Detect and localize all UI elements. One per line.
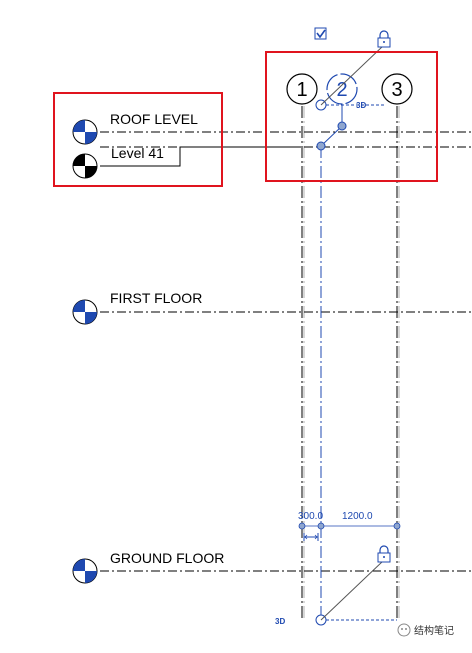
highlight-box-grids <box>265 51 438 182</box>
watermark-text: 结构笔记 <box>414 624 454 637</box>
grid-1-bubble[interactable] <box>286 73 318 105</box>
bottom-padlock-icon[interactable] <box>377 545 391 563</box>
grid-2-elbow-drag-handle[interactable] <box>337 121 347 131</box>
dim-witness-3[interactable] <box>393 522 401 530</box>
grid-2-elbow[interactable] <box>320 125 343 147</box>
dimension-300[interactable]: 300.0 <box>298 511 323 522</box>
wechat-logo-icon <box>397 623 411 637</box>
grid-3-bubble[interactable] <box>381 73 413 105</box>
dim-witness-1[interactable] <box>298 522 306 530</box>
hide-bubble-checkbox[interactable] <box>314 27 327 40</box>
level41-leader <box>100 146 300 167</box>
top-padlock-icon[interactable] <box>377 30 391 48</box>
bottom-3d-tag[interactable]: 3D <box>275 617 285 626</box>
top-lock-leader <box>320 45 384 106</box>
grid-2-bubble[interactable] <box>326 73 358 105</box>
roof-level-label: ROOF LEVEL <box>110 111 198 127</box>
dimension-1200[interactable]: 1200.0 <box>342 511 373 522</box>
bottom-lock-leader <box>320 560 384 621</box>
level41-label: Level 41 <box>111 145 164 161</box>
dimension-text-drag-icon[interactable] <box>303 533 319 541</box>
level41-symbol-icon[interactable] <box>72 153 98 179</box>
grid-2-label: 2 <box>336 79 347 101</box>
roof-level-symbol-icon[interactable] <box>72 119 98 145</box>
ground-floor-symbol-icon[interactable] <box>72 558 98 584</box>
ground-floor-label: GROUND FLOOR <box>110 550 224 566</box>
top-3d-tag[interactable]: 3D <box>356 101 366 110</box>
first-floor-symbol-icon[interactable] <box>72 299 98 325</box>
highlight-box-levels <box>53 92 223 187</box>
grid-2-elbow-handle[interactable] <box>316 141 326 151</box>
grid-3-label: 3 <box>391 79 402 101</box>
grid-1-label: 1 <box>296 79 307 101</box>
first-floor-label: FIRST FLOOR <box>110 290 202 306</box>
watermark: 结构笔记 <box>397 623 454 637</box>
dim-witness-2[interactable] <box>317 522 325 530</box>
